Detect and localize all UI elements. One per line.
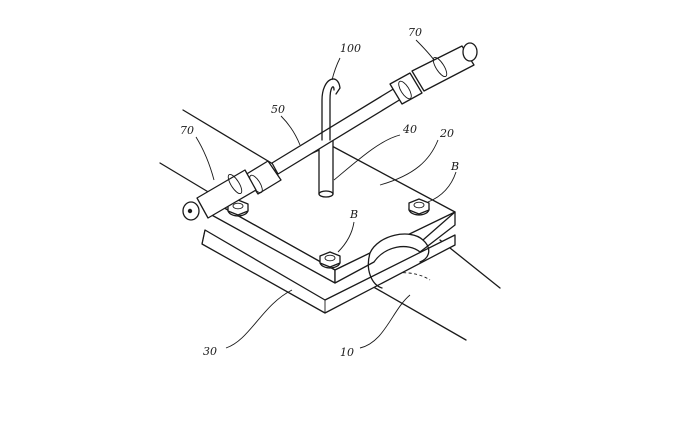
label-b-center: B bbox=[349, 208, 358, 221]
label-b-right: B bbox=[450, 160, 459, 173]
support-post-40 bbox=[319, 140, 333, 197]
label-100: 100 bbox=[340, 42, 361, 55]
label-70-left: 70 bbox=[180, 124, 194, 137]
label-40: 40 bbox=[402, 123, 417, 136]
label-50: 50 bbox=[271, 103, 285, 116]
label-20: 20 bbox=[439, 127, 454, 140]
bolt-right bbox=[409, 199, 429, 215]
bolt-center bbox=[320, 252, 340, 268]
label-30: 30 bbox=[203, 345, 217, 358]
label-70-top: 70 bbox=[408, 26, 422, 39]
label-10: 10 bbox=[340, 346, 354, 359]
